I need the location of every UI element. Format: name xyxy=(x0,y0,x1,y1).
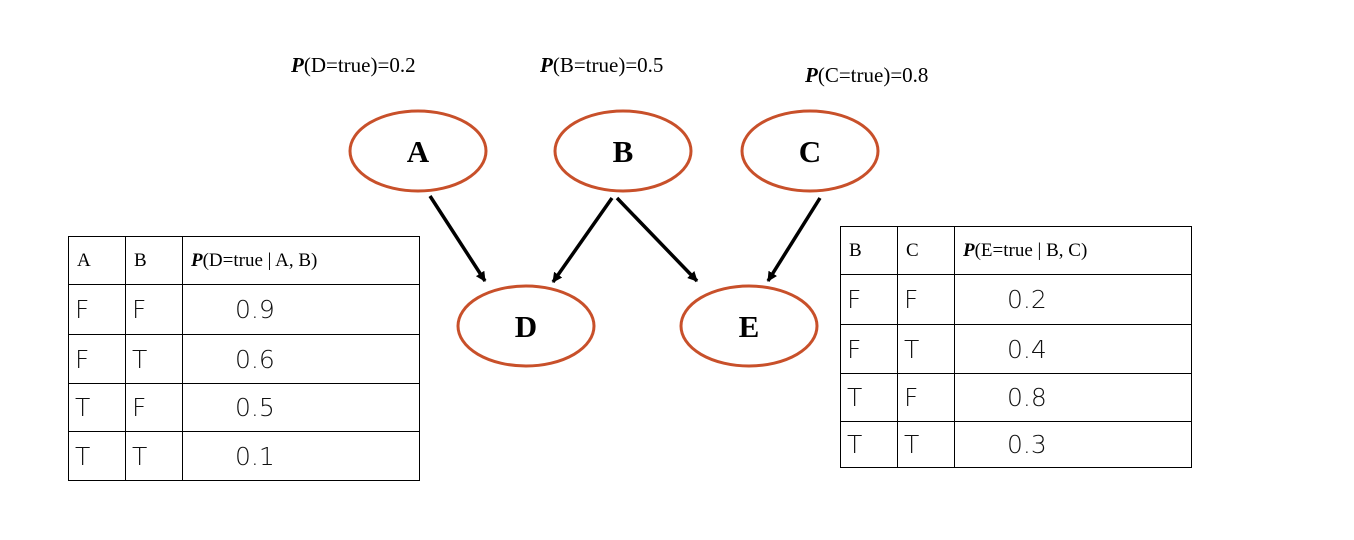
node-ellipse xyxy=(553,109,693,193)
probability-cell: 0.1 xyxy=(182,431,420,481)
table-cell: T xyxy=(125,431,183,481)
table-cell: F xyxy=(125,383,183,432)
node-a: A xyxy=(348,109,488,193)
edge-arrow-c-e xyxy=(766,197,822,282)
node-b: B xyxy=(553,109,693,193)
probability-cell: 0.4 xyxy=(954,324,1192,374)
edges-layer xyxy=(428,195,822,284)
prior-label-d: P(D=true)=0.2 xyxy=(291,53,416,77)
node-d: D xyxy=(456,284,596,368)
probability-column-header: P(D=true | A, B) xyxy=(182,236,420,285)
table-row: T F 0.5 xyxy=(68,383,420,432)
probability-cell: 0.5 xyxy=(182,383,420,432)
table-row: T T 0.1 xyxy=(68,431,420,481)
node-label: B xyxy=(613,134,634,169)
column-header: A xyxy=(68,236,126,285)
probability-cell: 0.6 xyxy=(182,334,420,384)
table-cell: T xyxy=(840,421,898,468)
table-cell: F xyxy=(125,284,183,335)
table-cell: F xyxy=(840,324,898,374)
prior-label-b: P(B=true)=0.5 xyxy=(540,53,664,77)
table-cell: F xyxy=(68,284,126,335)
table-row: F F 0.2 xyxy=(840,274,1192,325)
table-cell: F xyxy=(68,334,126,384)
table-row: F T 0.6 xyxy=(68,334,420,384)
table-row: F T 0.4 xyxy=(840,324,1192,374)
node-label: D xyxy=(515,309,537,344)
node-c: C xyxy=(740,109,880,193)
table-header-row: A B P(D=true | A, B) xyxy=(68,236,420,285)
node-ellipse xyxy=(679,284,819,368)
table-cell: T xyxy=(897,324,955,374)
table-cell: T xyxy=(68,431,126,481)
prior-label-c: P(C=true)=0.8 xyxy=(805,63,929,87)
probability-cell: 0.9 xyxy=(182,284,420,335)
column-header: B xyxy=(840,226,898,275)
cpt-table-d: A B P(D=true | A, B) F F 0.9 F T 0.6 T F… xyxy=(68,236,420,481)
column-header: C xyxy=(897,226,955,275)
table-cell: T xyxy=(125,334,183,384)
table-cell: T xyxy=(840,373,898,422)
node-label: A xyxy=(407,134,430,169)
table-cell: T xyxy=(68,383,126,432)
probability-cell: 0.8 xyxy=(954,373,1192,422)
probability-cell: 0.2 xyxy=(954,274,1192,325)
probability-cell: 0.3 xyxy=(954,421,1192,468)
cpt-table-e: B C P(E=true | B, C) F F 0.2 F T 0.4 T F… xyxy=(840,226,1192,468)
node-ellipse xyxy=(740,109,880,193)
table-cell: F xyxy=(897,274,955,325)
node-label: C xyxy=(799,134,821,169)
node-e: E xyxy=(679,284,819,368)
edge-arrow-b-e xyxy=(615,196,699,283)
table-row: T F 0.8 xyxy=(840,373,1192,422)
edge-arrow-b-d xyxy=(551,196,614,284)
node-label: E xyxy=(739,309,760,344)
node-ellipse xyxy=(348,109,488,193)
nodes-layer: A B C D E xyxy=(348,109,880,368)
probability-column-header: P(E=true | B, C) xyxy=(954,226,1192,275)
table-row: T T 0.3 xyxy=(840,421,1192,468)
table-row: F F 0.9 xyxy=(68,284,420,335)
edge-arrow-a-d xyxy=(428,195,487,282)
table-header-row: B C P(E=true | B, C) xyxy=(840,226,1192,275)
node-ellipse xyxy=(456,284,596,368)
table-cell: F xyxy=(897,373,955,422)
column-header: B xyxy=(125,236,183,285)
table-cell: F xyxy=(840,274,898,325)
table-cell: T xyxy=(897,421,955,468)
